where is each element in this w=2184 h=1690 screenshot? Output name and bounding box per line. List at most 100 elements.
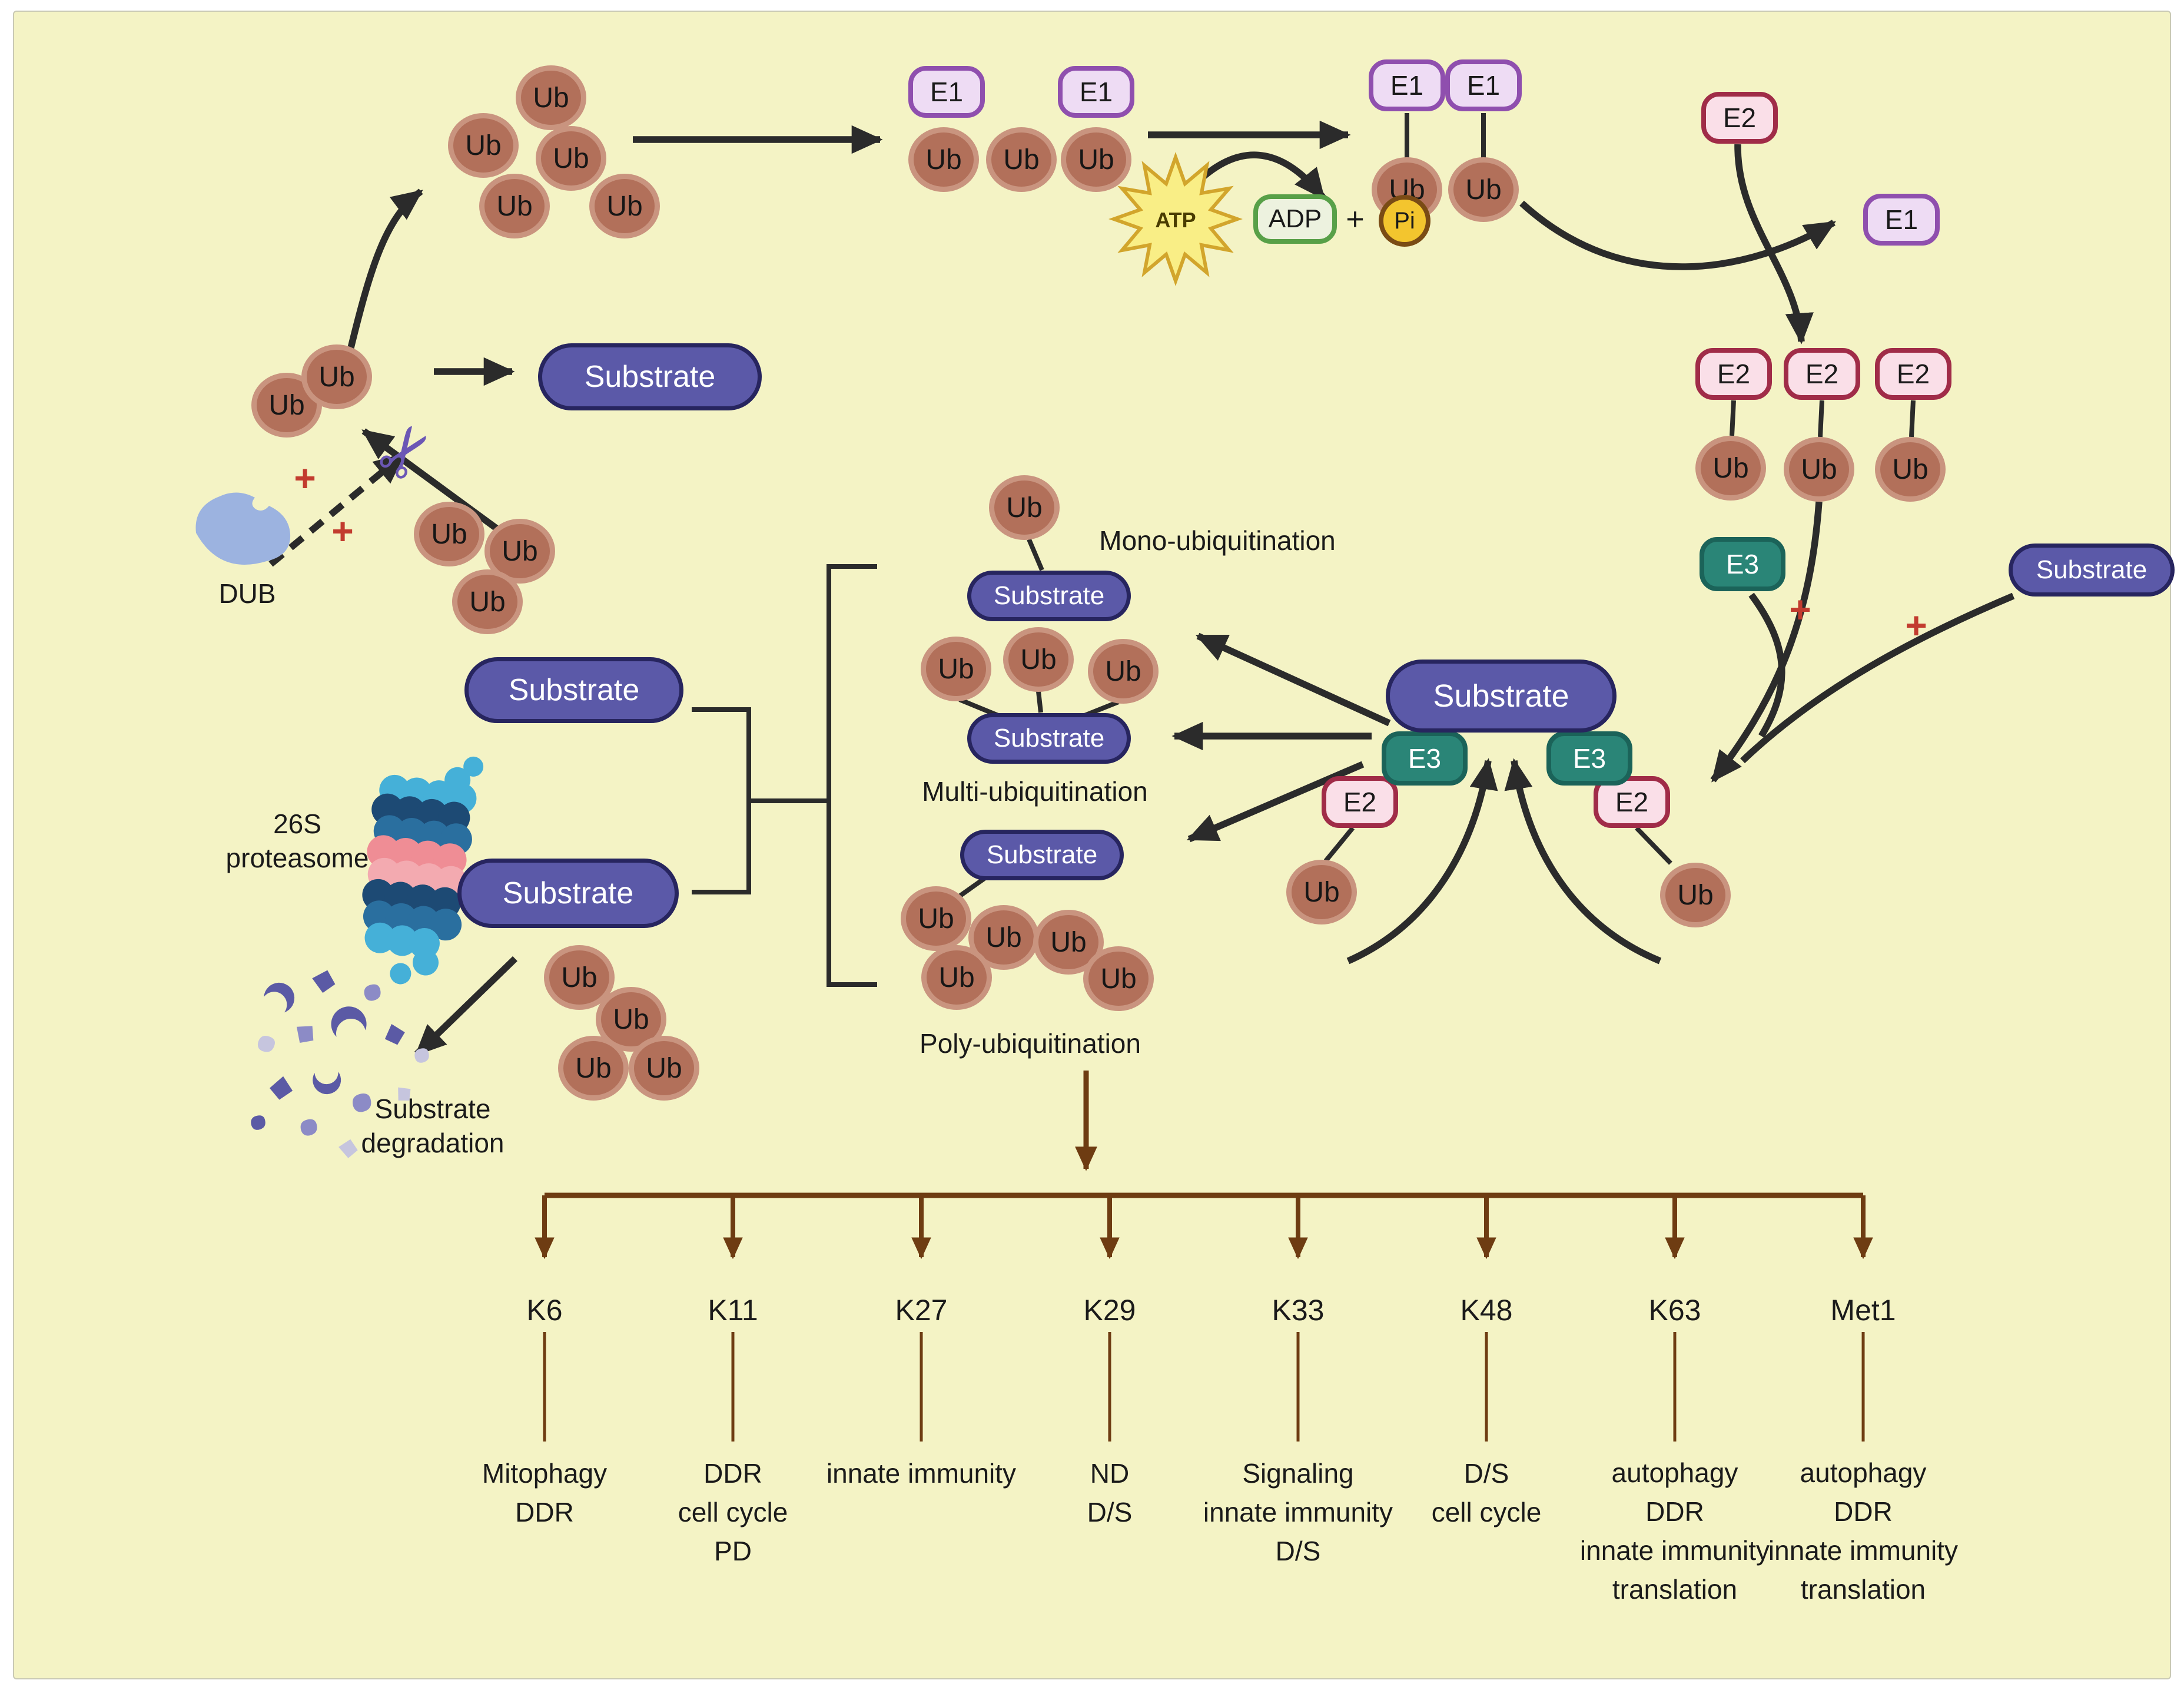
- ub-node: Ub: [448, 113, 519, 178]
- bond-e2-ub-right: [1635, 826, 1672, 865]
- e2-node: E2: [1875, 348, 1951, 400]
- plus-activation: +: [1789, 588, 1811, 631]
- degradation-label: Substrate degradation: [361, 1093, 504, 1158]
- proteasome-icon: [362, 756, 484, 985]
- ub-node: Ub: [1875, 437, 1946, 502]
- ub-node: Ub: [1083, 946, 1154, 1011]
- e3-node: E3: [1700, 537, 1785, 591]
- e3-node: E3: [1382, 731, 1468, 786]
- atp-label: ATP: [1155, 208, 1196, 232]
- e3-node: E3: [1546, 731, 1632, 786]
- chain-label-k33: K33: [1272, 1294, 1325, 1327]
- ub-node: Ub: [484, 519, 555, 584]
- ub-node: Ub: [986, 127, 1057, 192]
- ub-node: Ub: [1695, 436, 1766, 501]
- substrate-node-mono: Substrate: [967, 571, 1131, 621]
- ub-node: Ub: [1003, 627, 1074, 692]
- substrate-node-central: Substrate: [1386, 660, 1617, 733]
- substrate-node-poly: Substrate: [960, 830, 1124, 880]
- chain-label-k48: K48: [1460, 1294, 1513, 1327]
- ub-node: Ub: [1784, 437, 1854, 502]
- pi-node: Pi: [1379, 195, 1430, 247]
- functions-met1: autophagy DDR innate immunity translatio…: [1768, 1457, 1959, 1605]
- ub-node: Ub: [301, 344, 372, 409]
- bond-e2-ub-3: [1909, 400, 1916, 438]
- ub-node: Ub: [516, 65, 586, 130]
- curve-e3-join: [1748, 592, 1785, 738]
- substrate-node-incoming: Substrate: [2009, 544, 2175, 597]
- ub-node: Ub: [479, 174, 550, 238]
- arrow-atp-to-adp: [1189, 151, 1326, 200]
- substrate-node: Substrate: [538, 343, 762, 410]
- plus-activation: +: [1905, 604, 1927, 647]
- arrow-dub-action: [268, 452, 406, 567]
- ub-node: Ub: [921, 637, 991, 701]
- poly-ubiquitination-label: Poly-ubiquitination: [920, 1028, 1141, 1059]
- bracket-left: [692, 707, 751, 894]
- e2-node: E2: [1784, 348, 1860, 400]
- ub-node: Ub: [1660, 863, 1731, 927]
- dub-label: DUB: [218, 578, 276, 609]
- arrow-recycle-to-pool: [345, 188, 423, 359]
- bond-multi-2: [1036, 691, 1043, 713]
- chain-label-k6: K6: [526, 1294, 563, 1327]
- plus-activation: +: [294, 457, 316, 499]
- ub-node: Ub: [901, 886, 971, 951]
- ub-node: Ub: [536, 126, 606, 191]
- e1-node: E1: [1369, 59, 1445, 111]
- ub-node: Ub: [251, 373, 322, 438]
- multi-ubiquitination-label: Multi-ubiquitination: [922, 776, 1148, 807]
- substrate-node-multi: Substrate: [967, 713, 1131, 764]
- dub-enzyme-icon: [195, 492, 291, 565]
- ub-node: Ub: [921, 945, 992, 1010]
- arrow-ligation-right: [1504, 758, 1662, 965]
- bond-e2-ub-left: [1323, 826, 1355, 863]
- atp-star-icon: [1108, 152, 1243, 286]
- functions-k33: Signaling innate immunity D/S: [1203, 1458, 1393, 1566]
- functions-k29: ND D/S: [1087, 1458, 1133, 1527]
- chain-label-k27: K27: [895, 1294, 948, 1327]
- arrow-to-mono: [1195, 632, 1391, 727]
- e1-node: E1: [908, 66, 985, 118]
- ub-node: Ub: [452, 569, 523, 634]
- functions-k11: DDR cell cycle PD: [678, 1458, 788, 1566]
- adp-node: ADP: [1253, 194, 1337, 244]
- ub-node: Ub: [1286, 860, 1357, 924]
- functions-k27: innate immunity: [826, 1458, 1017, 1489]
- functions-k48: D/S cell cycle: [1431, 1458, 1542, 1527]
- chain-label-k11: K11: [708, 1294, 758, 1327]
- bond-e2-ub-1: [1730, 400, 1736, 436]
- arrow-e2ub-to-complex: [1710, 501, 1823, 783]
- e2-node: E2: [1701, 92, 1778, 144]
- ub-node: Ub: [989, 475, 1060, 540]
- arrow-ligation-left: [1346, 758, 1498, 965]
- e1-node: E1: [1445, 59, 1522, 111]
- chain-label-met1: Met1: [1830, 1294, 1896, 1327]
- ub-node: Ub: [1061, 127, 1131, 192]
- tree-stem-lines: [543, 1332, 1865, 1442]
- arrow-e1-release: [1519, 200, 1836, 270]
- ub-node: Ub: [558, 1036, 629, 1101]
- bracket-right: [827, 564, 877, 987]
- substrate-node: Substrate: [464, 657, 683, 723]
- ub-node: Ub: [544, 945, 615, 1010]
- ub-node: Ub: [908, 127, 979, 192]
- ub-node: Ub: [629, 1036, 699, 1101]
- curve-substrate-join: [1740, 592, 2015, 764]
- bond-mono: [1027, 538, 1044, 571]
- e2-node: E2: [1695, 348, 1772, 400]
- substrate-node: Substrate: [457, 859, 679, 928]
- ub-node: Ub: [1448, 157, 1519, 222]
- mono-ubiquitination-label: Mono-ubiquitination: [1099, 525, 1336, 556]
- arrow-degradation: [414, 956, 518, 1057]
- ub-node: Ub: [414, 502, 484, 566]
- proteasome-label: 26S proteasome: [225, 808, 369, 873]
- functions-k6: Mitophagy DDR: [482, 1458, 608, 1527]
- e1-node: E1: [1058, 66, 1134, 118]
- functions-k63: autophagy DDR innate immunity translatio…: [1579, 1457, 1770, 1605]
- ub-node: Ub: [1088, 639, 1159, 704]
- chain-label-k29: K29: [1083, 1294, 1136, 1327]
- e2-node: E2: [1322, 776, 1398, 828]
